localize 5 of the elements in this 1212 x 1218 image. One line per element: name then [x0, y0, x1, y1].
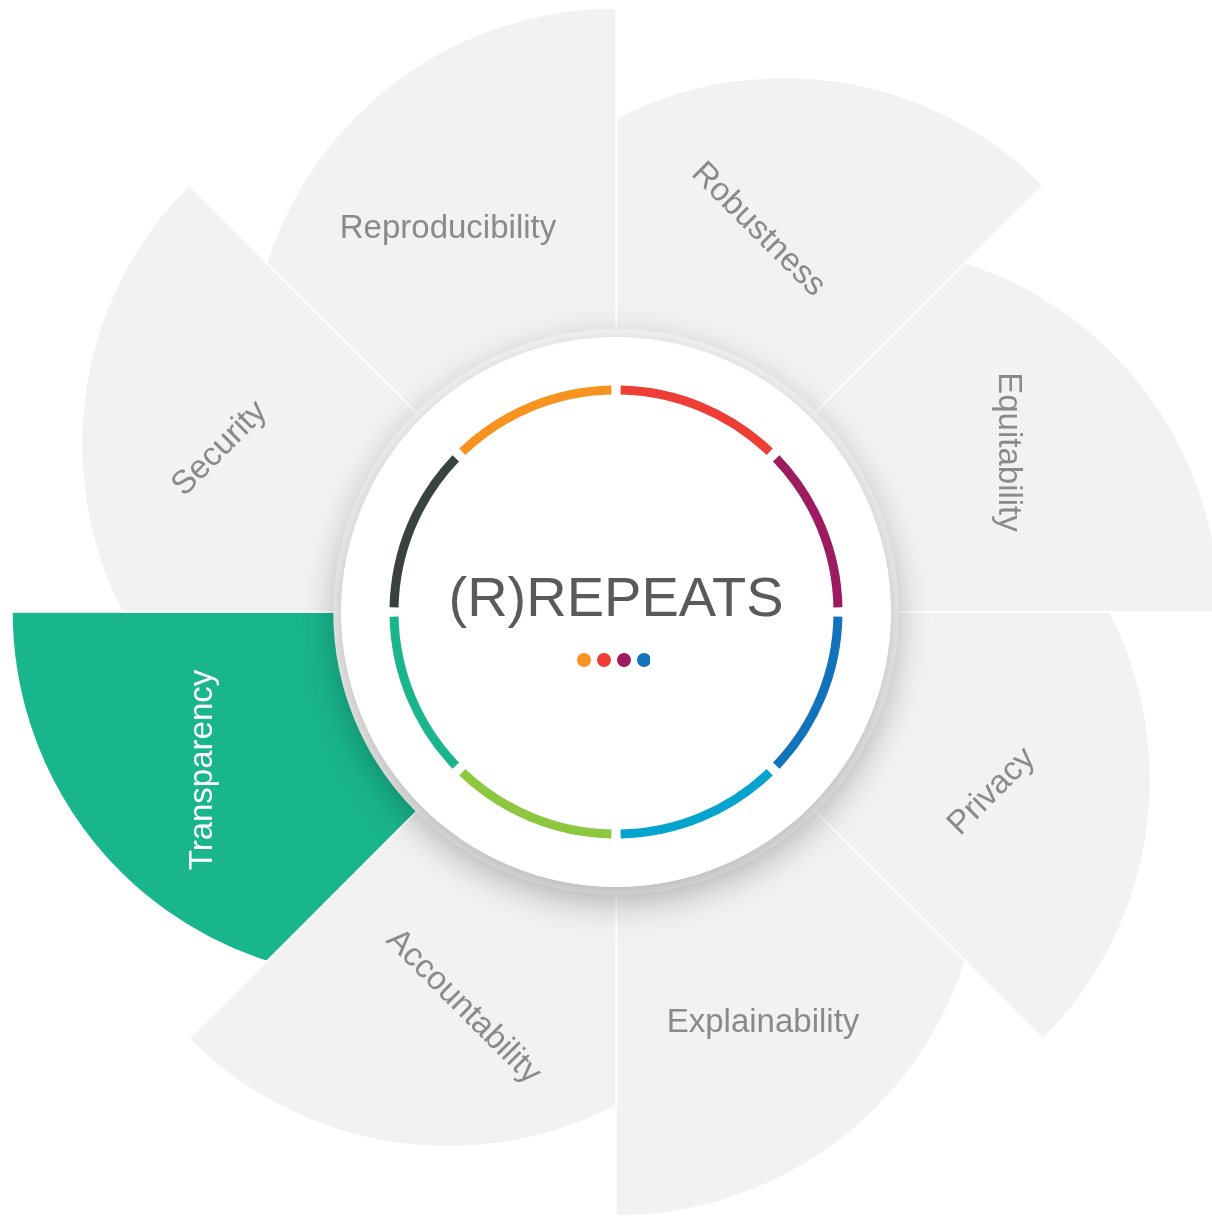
petal-label: Equitability: [993, 372, 1027, 532]
petal-label: Transparency: [183, 669, 217, 871]
petal-label: Reproducibility: [339, 209, 557, 243]
petal-label: Explainability: [666, 1003, 860, 1037]
petal-shape: [266, 8, 616, 413]
